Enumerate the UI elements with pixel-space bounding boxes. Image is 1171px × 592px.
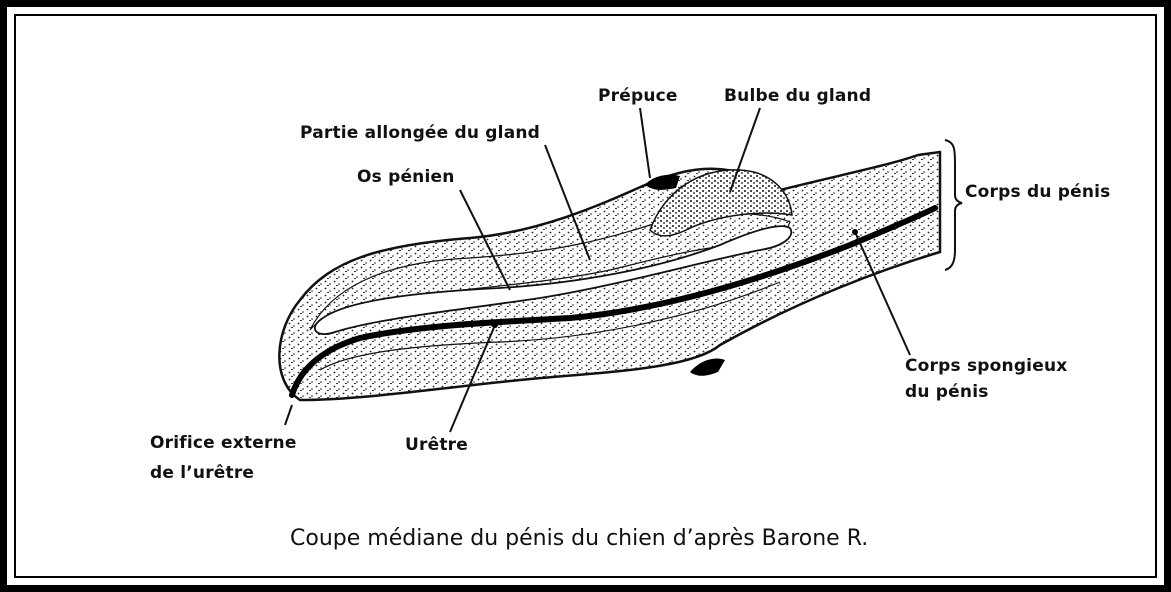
label-os-penien: Os pénien	[357, 167, 455, 187]
corps-bracket	[945, 140, 962, 270]
label-corps-spongieux-line2: du pénis	[905, 382, 989, 402]
label-partie-allongee: Partie allongée du gland	[300, 123, 540, 143]
label-corps-du-penis: Corps du pénis	[965, 182, 1110, 202]
figure-caption: Coupe médiane du pénis du chien d’après …	[290, 526, 868, 551]
label-orifice-line2: de l’urêtre	[150, 463, 254, 483]
label-corps-spongieux-line1: Corps spongieux	[905, 356, 1067, 376]
label-prepuce: Prépuce	[598, 86, 678, 106]
label-uretre: Urêtre	[405, 435, 468, 455]
lower-fold	[690, 359, 725, 376]
label-orifice-line1: Orifice externe	[150, 433, 297, 453]
label-bulbe-du-gland: Bulbe du gland	[724, 86, 871, 106]
